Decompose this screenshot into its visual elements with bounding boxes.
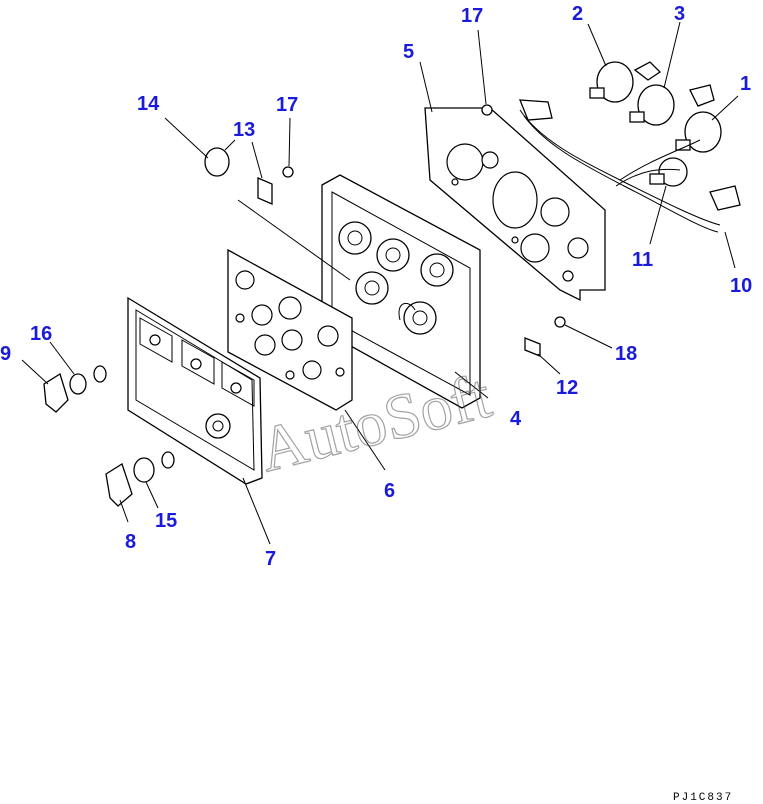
callout-2: 2 xyxy=(572,3,583,25)
callout-labels: 1 2 3 4 5 6 7 8 9 10 11 12 13 14 15 16 1… xyxy=(0,3,752,570)
callout-7: 7 xyxy=(265,548,276,570)
gauge-housing xyxy=(321,174,481,409)
callout-18: 18 xyxy=(615,343,637,365)
callout-6: 6 xyxy=(384,480,395,502)
callout-16: 16 xyxy=(30,323,52,345)
front-panel xyxy=(127,296,263,485)
callout-3: 3 xyxy=(674,3,685,25)
callout-13: 13 xyxy=(233,119,255,141)
gauge-parts xyxy=(589,61,722,187)
gasket xyxy=(227,248,353,411)
callout-14: 14 xyxy=(137,93,160,115)
back-plate xyxy=(424,107,606,302)
callout-5: 5 xyxy=(403,41,414,63)
callout-17-top: 17 xyxy=(461,5,483,27)
knobs-and-washers xyxy=(43,365,175,507)
callout-15: 15 xyxy=(155,510,177,532)
wire-harness xyxy=(519,99,741,233)
small-parts-left xyxy=(204,139,351,281)
callout-9: 9 xyxy=(0,343,11,365)
callout-1: 1 xyxy=(740,73,751,95)
drawing-code: PJ1C837 xyxy=(673,792,733,804)
callout-17-left: 17 xyxy=(276,94,298,116)
callout-10: 10 xyxy=(730,275,752,297)
leader-lines xyxy=(21,21,739,545)
callout-8: 8 xyxy=(125,531,136,553)
callout-12: 12 xyxy=(556,377,578,399)
fasteners xyxy=(282,104,566,357)
callout-4: 4 xyxy=(510,408,522,430)
callout-11: 11 xyxy=(632,249,653,271)
